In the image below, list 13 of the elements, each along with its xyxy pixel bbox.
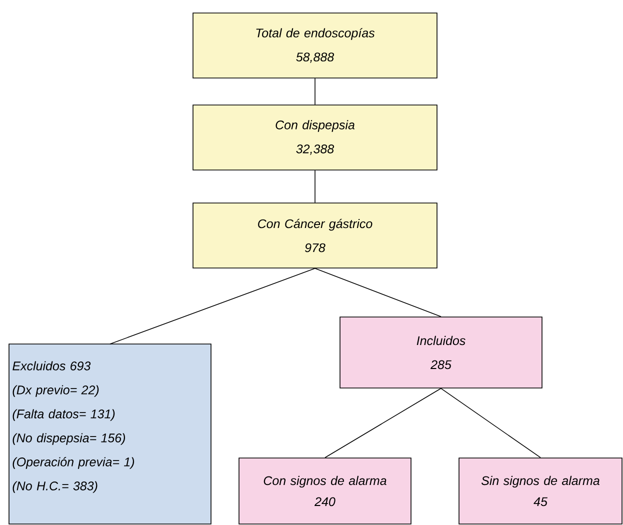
process-box: Total de endoscopías 58,888 <box>192 12 438 78</box>
connector-line <box>324 388 442 458</box>
connector-line <box>314 170 316 203</box>
process-box: Excluidos 693 (Dx previo= 22) (Falta datos= 131) (No dispepsia= 156) (Operación previa= 1) (No H.C.= 383) <box>8 344 212 524</box>
process-box: Con dispepsia 32,388 <box>192 104 438 170</box>
connector-line <box>314 268 442 317</box>
connector-line <box>110 268 316 344</box>
process-box: Sin signos de alarma 45 <box>458 458 622 524</box>
connector-line <box>440 388 541 458</box>
process-box: Con signos de alarma 240 <box>238 458 412 524</box>
connector-line <box>314 78 316 105</box>
process-box: Con Cáncer gástrico 978 <box>192 202 438 268</box>
process-box: Incluidos 285 <box>340 316 542 388</box>
